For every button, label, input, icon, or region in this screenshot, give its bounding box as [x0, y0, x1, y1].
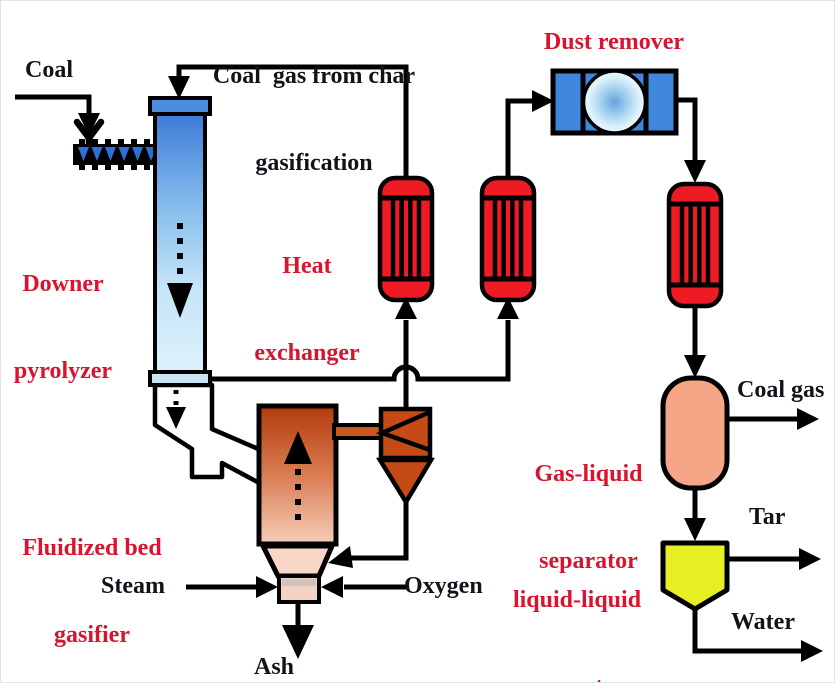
label-fluidized-bed: Fluidized bed: [22, 534, 162, 561]
feed-stream-title-line2: gasification: [255, 150, 373, 177]
hx1-inlet-arrow: [395, 297, 417, 319]
hx2-to-dust-remover-line: [505, 98, 533, 179]
label-downer-pyrolyzer: Downer pyrolyzer: [1, 211, 125, 445]
feed-stream-title: Coal gas from char gasification: [182, 3, 446, 237]
coal-gas-outlet-arrow: [797, 408, 819, 430]
label-pyrolyzer: pyrolyzer: [13, 358, 113, 385]
stream-lines: [15, 64, 802, 654]
heat-exchanger-2-vessel: [482, 178, 534, 300]
downer-pyrolyzer-vessel: [148, 96, 212, 387]
label-steam: Steam: [101, 573, 165, 599]
gasifier-cone: [258, 543, 336, 579]
coal-feed-arrow: [78, 113, 100, 136]
screw-feeder: [73, 118, 160, 170]
label-water: Water: [731, 609, 795, 635]
char-gas-recycle-line: [176, 64, 409, 178]
label-exchanger: exchanger: [254, 340, 360, 367]
label-ash: Ash: [254, 654, 295, 680]
tar-outlet-arrow: [799, 548, 821, 570]
hx2-inlet-arrow: [497, 297, 519, 319]
steam-inlet-arrow: [256, 576, 278, 598]
solids-chute: [152, 382, 266, 488]
label-separator: separator: [539, 548, 638, 575]
label-heat-exchanger: Heat exchanger: [237, 193, 377, 427]
cyclone-cone: [375, 457, 435, 507]
coal-funnel: [73, 118, 105, 149]
label-heat: Heat: [282, 252, 332, 279]
liquid-separator-inlet-arrow: [684, 518, 706, 541]
downflow-arrow: [167, 283, 193, 318]
oxygen-inlet-arrow: [321, 576, 343, 598]
feed-stream-title-line1: Coal gas from char: [212, 62, 416, 89]
char-gas-recycle-arrow: [168, 76, 190, 99]
label-tar: Tar: [749, 504, 786, 530]
coal-feed-line: [15, 94, 92, 115]
label-gas-liquid-separator: Gas-liquid separator: [516, 401, 661, 635]
label-downer: Downer: [22, 270, 104, 297]
fluidized-bed-gasifier-vessel: [256, 403, 339, 604]
chute-flow-arrow: [166, 407, 186, 429]
dust-remover-to-hx3-line: [676, 97, 698, 161]
label-liquid-liquid: liquid-liquid: [512, 586, 642, 613]
heat-exchanger-3-vessel: [669, 184, 721, 306]
water-outlet-arrow: [801, 640, 823, 662]
dust-remover-filter: [581, 69, 648, 135]
liquid-liquid-separator-vessel: [660, 540, 730, 612]
label-oxygen: Oxygen: [404, 573, 483, 599]
label-coal-gas: Coal gas: [737, 377, 825, 403]
label-liquid-liquid-separator: liquid-liquid seperator: [504, 527, 650, 682]
dust-remover-vessel: [550, 68, 679, 136]
char-recycle-line: [350, 499, 409, 561]
label-dust-remover: Dust remover: [543, 29, 685, 55]
label-fluidized-bed-gasifier: Fluidized bed gasifier: [9, 475, 175, 682]
ash-outlet-arrow: [282, 625, 314, 659]
flow-arrowheads: [78, 76, 823, 662]
hx3-inlet-arrow: [684, 160, 706, 183]
label-gasifier: gasifier: [54, 622, 130, 649]
pyrolyzer-bottom-cap: [148, 370, 212, 387]
gas-liquid-separator-vessel: [660, 375, 730, 491]
cyclone: [332, 406, 435, 507]
label-gas-liquid: Gas-liquid: [534, 460, 643, 487]
separator-inlet-arrow: [684, 355, 706, 378]
dust-remover-inlet-arrow: [532, 90, 554, 112]
pyrolyzer-top-cap: [148, 96, 212, 116]
label-seperator: seperator: [504, 673, 650, 682]
water-outlet-line: [692, 608, 802, 654]
upflow-arrow: [284, 431, 312, 464]
char-recycle-arrow: [328, 546, 353, 568]
label-coal: Coal: [25, 57, 73, 83]
